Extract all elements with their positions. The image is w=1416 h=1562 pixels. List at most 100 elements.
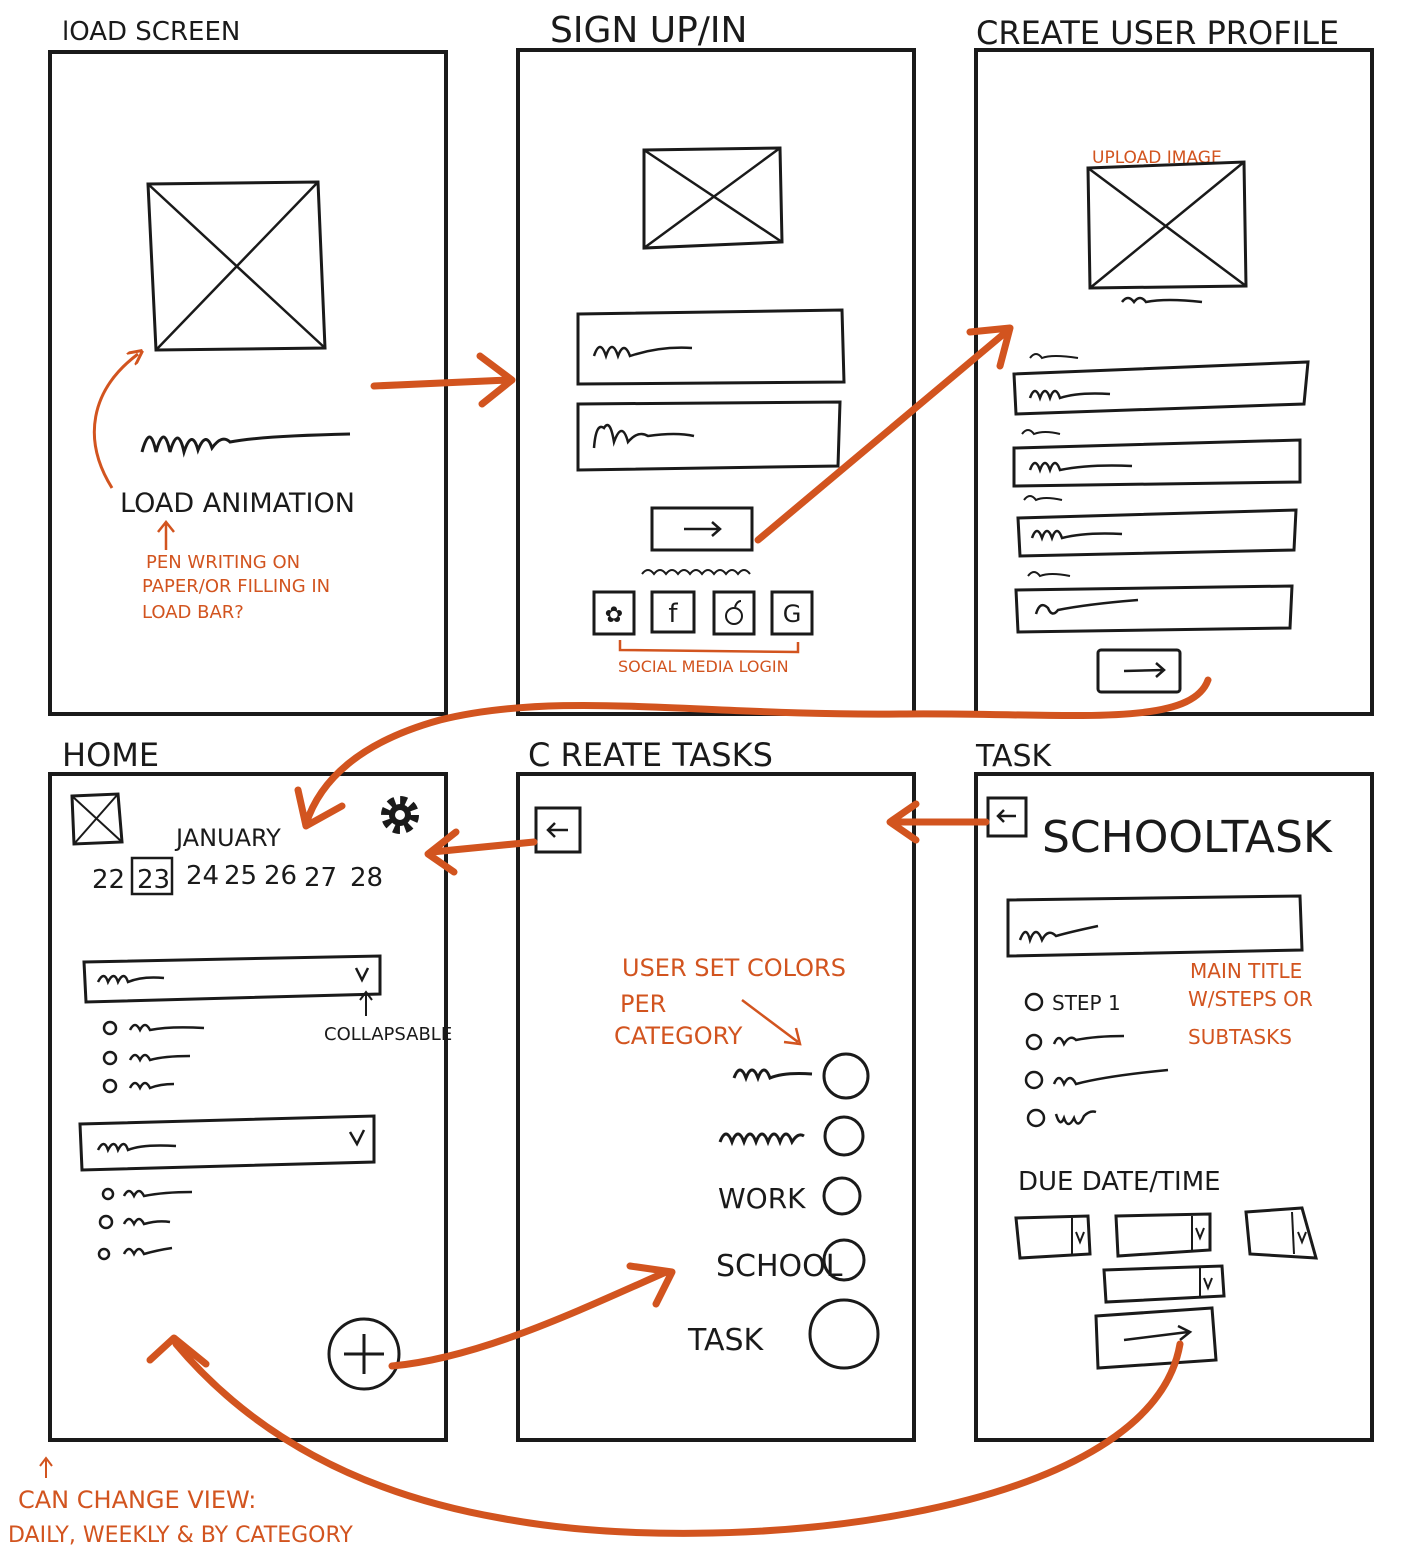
subtask-item[interactable] <box>1024 1068 1169 1090</box>
list-item[interactable] <box>98 1214 171 1230</box>
note-arrow <box>157 519 175 550</box>
home-note-line: DAILY, WEEKLY & BY CATEGORY <box>8 1523 353 1548</box>
subtask-label: STEP 1 <box>1052 991 1121 1015</box>
category-label: SCHOOL <box>716 1249 843 1284</box>
color-swatch <box>822 1238 866 1282</box>
year-select[interactable] <box>1244 1206 1319 1260</box>
list-item[interactable] <box>102 1020 205 1036</box>
due-date-selects <box>1014 1206 1319 1304</box>
profile-image-placeholder[interactable] <box>70 792 124 846</box>
facebook-icon[interactable]: f <box>650 590 696 634</box>
list-item[interactable] <box>101 1187 193 1201</box>
social-bracket <box>618 640 800 654</box>
flow-arrow-task-to-home <box>146 1334 1184 1537</box>
username-input[interactable] <box>576 308 846 386</box>
svg-text:f: f <box>668 599 678 629</box>
chevron-down-icon <box>1195 1227 1205 1241</box>
main-title-note-line: W/STEPS OR <box>1188 987 1313 1011</box>
profile-fields <box>1012 353 1310 634</box>
tulip-icon[interactable]: ✿ <box>592 590 636 636</box>
color-note-line: CATEGORY <box>614 1022 743 1050</box>
avatar-upload-placeholder[interactable] <box>1086 160 1248 290</box>
collapsable-label: COLLAPSABLE <box>324 1024 452 1045</box>
task-list <box>97 1187 193 1261</box>
collapsable-arrow <box>359 990 373 1016</box>
screen-load: lOAD SCREEN LOAD ANIMATION PEN WRITING O… <box>48 17 448 716</box>
month-select[interactable] <box>1014 1214 1092 1260</box>
chevron-down-icon <box>1203 1277 1213 1291</box>
screen-title-task: TASK <box>975 739 1053 774</box>
password-input[interactable] <box>576 400 842 472</box>
week-day-strip: 22 23 24 25 26 27 28 <box>92 856 383 896</box>
back-button[interactable] <box>534 806 582 854</box>
screen-create-tasks: C REATE TASKS USER SET COLORS PER CATEGO… <box>516 736 916 1442</box>
day-item[interactable]: 27 <box>304 863 337 893</box>
main-title-note-line: MAIN TITLE <box>1190 959 1302 983</box>
save-task-button[interactable] <box>1094 1306 1218 1370</box>
category-row[interactable]: WORK <box>718 1176 862 1216</box>
logo-image-placeholder <box>642 146 784 250</box>
add-task-button[interactable] <box>327 1317 401 1391</box>
subtask-item[interactable] <box>1026 1108 1097 1128</box>
color-swatch <box>822 1176 862 1216</box>
category-row[interactable]: SCHOOL <box>716 1238 866 1284</box>
load-note-line: PAPER/OR FILLING IN <box>142 576 330 597</box>
day-item[interactable]: 26 <box>264 861 297 891</box>
day-item[interactable]: 24 <box>186 861 219 891</box>
chevron-down-icon <box>1297 1231 1307 1245</box>
submit-button[interactable] <box>650 506 754 552</box>
category-row[interactable] <box>718 1115 865 1157</box>
day-item[interactable]: 28 <box>350 863 383 893</box>
list-item[interactable] <box>102 1050 191 1066</box>
gear-icon[interactable] <box>381 796 419 834</box>
subtask-list: STEP 1 <box>1024 991 1169 1128</box>
scribble-text <box>1121 296 1203 305</box>
screen-home: HOME JANUARY 22 23 24 25 26 27 28 COL <box>8 736 452 1548</box>
category-label: WORK <box>718 1182 806 1215</box>
flow-arrows <box>146 324 1212 1537</box>
color-swatch <box>823 1115 865 1157</box>
main-title-note-line: SUBTASKS <box>1188 1025 1292 1049</box>
task-swatch <box>808 1298 880 1370</box>
task-label: TASK <box>687 1323 765 1358</box>
profile-input[interactable] <box>1014 584 1294 634</box>
next-button[interactable] <box>1096 648 1182 694</box>
day-select[interactable] <box>1114 1212 1212 1258</box>
flow-arrow-profile-to-home <box>294 676 1212 830</box>
chevron-down-icon <box>1075 1231 1085 1245</box>
scribble-text <box>641 569 751 576</box>
screen-title-load: lOAD SCREEN <box>62 17 240 47</box>
profile-input[interactable] <box>1012 360 1310 416</box>
subtask-item[interactable] <box>1025 1033 1125 1051</box>
day-item-selected[interactable]: 23 <box>137 865 170 895</box>
subtask-item[interactable]: STEP 1 <box>1024 991 1121 1015</box>
screen-task: TASK SCHOOLTASK MAIN TITLE W/STEPS OR SU… <box>974 739 1374 1442</box>
category-dropdown[interactable] <box>78 1114 376 1172</box>
task-list <box>102 1020 205 1094</box>
category-row[interactable] <box>732 1052 870 1100</box>
task-title-input[interactable] <box>1006 894 1304 958</box>
profile-input[interactable] <box>1016 508 1298 558</box>
time-select[interactable] <box>1102 1264 1226 1304</box>
load-note-line: LOAD BAR? <box>142 602 244 623</box>
apple-icon[interactable] <box>712 590 756 636</box>
chevron-down-icon <box>354 967 370 983</box>
list-item[interactable] <box>102 1078 175 1094</box>
profile-input[interactable] <box>1012 438 1302 488</box>
list-item[interactable] <box>97 1246 173 1261</box>
screen-title-create-tasks: C REATE TASKS <box>528 736 773 774</box>
back-button[interactable] <box>986 796 1028 838</box>
svg-text:G: G <box>783 600 802 628</box>
google-icon[interactable]: G <box>770 590 814 636</box>
task-row[interactable]: TASK <box>687 1298 880 1370</box>
animation-arrow <box>92 354 138 489</box>
phone-frame-task <box>974 772 1374 1442</box>
phone-frame-signup <box>516 48 916 716</box>
flow-arrow-create-to-home <box>424 828 538 876</box>
day-item[interactable]: 25 <box>224 861 257 891</box>
category-dropdown[interactable] <box>82 954 382 1004</box>
home-note-line: CAN CHANGE VIEW: <box>18 1486 256 1514</box>
day-item[interactable]: 22 <box>92 865 125 895</box>
